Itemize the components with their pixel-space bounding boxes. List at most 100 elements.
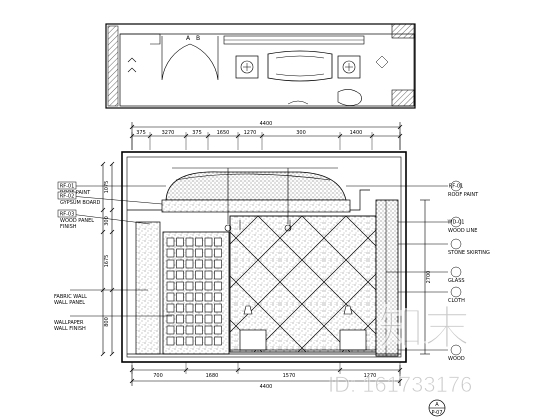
section-tag-bottom: P-07 [431, 410, 442, 416]
door-grid-cell [166, 281, 175, 291]
dimension-tick [129, 124, 135, 130]
dimension-tick [100, 351, 106, 357]
door-grid-cell [176, 259, 184, 269]
callout-text: WALL PANEL [54, 300, 85, 306]
door-grid-cell [204, 325, 213, 335]
dimension-right [420, 199, 430, 355]
callout-marker [450, 216, 462, 228]
door-grid-cell [185, 259, 194, 269]
callout-tag-box [57, 181, 77, 190]
door-grid-cell [214, 303, 222, 313]
door-grid-cell [176, 314, 184, 324]
dimension-tick [109, 351, 115, 357]
dimension-tick [397, 124, 403, 130]
section-tag: A P-07 [428, 399, 446, 417]
door-grid-cell [214, 248, 222, 258]
callout-text: FABRIC WALL [54, 294, 87, 300]
door-grid-cell [214, 325, 222, 335]
callout-tag: WD-01 [448, 220, 465, 226]
callout-text: CLOTH [448, 298, 465, 304]
callout-marker [450, 180, 462, 192]
door-grid-cell [195, 248, 203, 258]
dimension-top-total: 4400 [260, 121, 273, 127]
dimension-tick [100, 229, 106, 235]
door-grid-cell [166, 303, 175, 313]
door-grid-cell [185, 314, 194, 324]
callout-text: GYPSUM BOARD [60, 200, 101, 206]
callout-marker [450, 286, 462, 298]
plan-label-b: B [196, 35, 200, 42]
door-grid-cell [195, 281, 203, 291]
door-grid-cell [176, 292, 184, 302]
dimension-bottom-segment: 1680 [206, 373, 219, 379]
dimension-bottom-ticks [129, 362, 403, 384]
door-grid-cell [195, 259, 203, 269]
callout-tag: RF-03 [60, 212, 75, 218]
dimension-tick [129, 378, 135, 384]
door-grid-cell [214, 292, 222, 302]
watermark-logo: 知末 [378, 302, 470, 354]
door-grid-cell [185, 281, 194, 291]
door-grid-cell [195, 292, 203, 302]
callout-text: GLASS [448, 278, 465, 284]
watermark: 知末 ID: 161733176 [328, 302, 473, 398]
door-grid-cell [204, 303, 213, 313]
dimension-top-ticks [129, 124, 403, 150]
dimension-top-segment: 1650 [217, 130, 230, 136]
plan-view [105, 23, 416, 109]
callout-tag: RF-01 [60, 184, 75, 190]
dimension-top-segment: 1270 [244, 130, 257, 136]
dimension-tick [100, 161, 106, 167]
door-grid-cell [185, 336, 194, 346]
door-grid-cell [214, 237, 222, 247]
callout-tag-box [57, 209, 77, 218]
headboard-wall [229, 215, 377, 353]
callout-text: WOOD [448, 356, 465, 362]
dimension-top-segment: 300 [296, 130, 306, 136]
callout-text: FINISH [60, 224, 77, 230]
dimension-bottom-total: 4400 [260, 384, 273, 390]
dimension-bottom-segment: 700 [153, 373, 163, 379]
dimension-top-segment: 1400 [350, 130, 363, 136]
dimension-tick [109, 207, 115, 213]
door-grid-cell [204, 270, 213, 280]
callout-tag-box [57, 191, 77, 200]
plan-label-a: A [186, 35, 191, 42]
door-grid-cell [204, 314, 213, 324]
section-tag-top: A [435, 402, 439, 408]
door-grid-cell [204, 248, 213, 258]
right-column [375, 199, 399, 357]
door-grid-cell [185, 303, 194, 313]
dimension-tick [100, 207, 106, 213]
door-grid-cell [185, 325, 194, 335]
dimension-left-segment: 300 [104, 216, 110, 226]
callout-leader [69, 195, 163, 205]
callout-tag: RF-02 [60, 194, 75, 200]
dimension-left-segment: 1075 [104, 181, 110, 194]
callout-text: STONE SKIRTING [448, 250, 490, 256]
door-grid-cell [195, 314, 203, 324]
door-grid-cell [214, 259, 222, 269]
door-grid-cell [185, 248, 194, 258]
door-grid-cell [195, 237, 203, 247]
callout-leader [69, 213, 151, 225]
door-grid-cell [176, 303, 184, 313]
door-grid [166, 237, 222, 346]
callout-text: WOOD LINE [448, 228, 477, 234]
pendants [224, 168, 292, 232]
dimension-bottom-segment: 1570 [283, 373, 296, 379]
dimension-top-segment: 375 [136, 130, 146, 136]
door-grid-cell [185, 270, 194, 280]
watermark-id: ID: 161733176 [328, 372, 472, 397]
dimension-left-segment: 1675 [104, 255, 110, 268]
callout-tag: RF-01 [449, 184, 464, 190]
callout-marker [450, 238, 462, 250]
door-grid-cell [204, 237, 213, 247]
door-grid-cell [176, 270, 184, 280]
callout-text: WOOD PANEL [60, 218, 94, 224]
door-grid-cell [166, 325, 175, 335]
door-grid-cell [176, 281, 184, 291]
door-grid-cell [185, 292, 194, 302]
